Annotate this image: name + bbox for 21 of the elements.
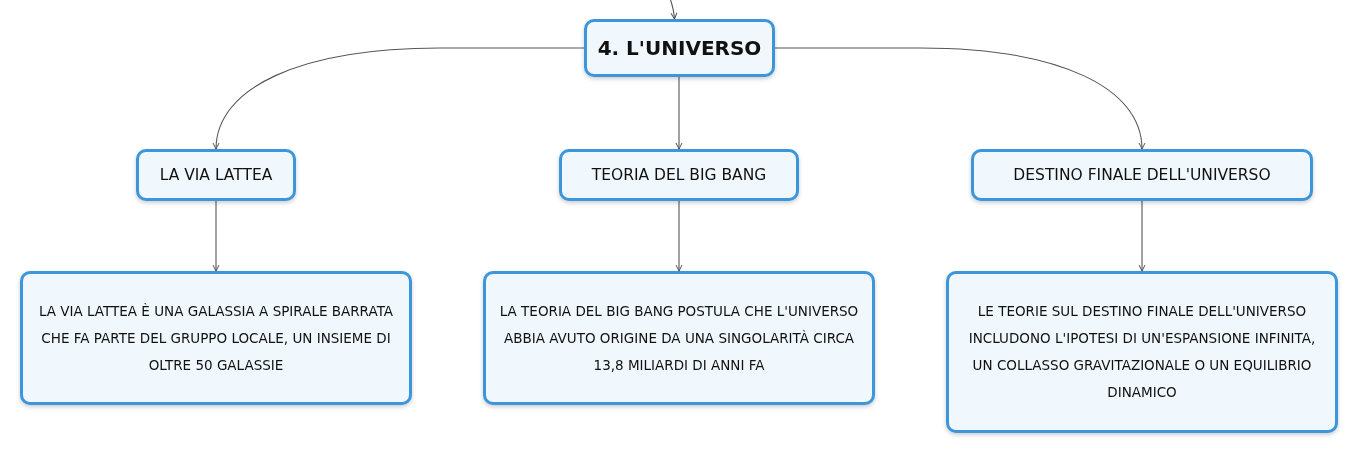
concept-box	[20, 271, 412, 405]
node-text: 4. L'UNIVERSO	[597, 36, 762, 60]
concept-box	[946, 271, 1338, 433]
node-text: LA VIA LATTEA È UNA GALASSIA A SPIRALE BARRATA CHE FA PARTE DEL GRUPPO LOCALE, UN INSIEME DI OLTRE 50 GALASSIE	[37, 301, 395, 375]
topic-box	[584, 19, 775, 77]
node-text: LA TEORIA DEL BIG BANG POSTULA CHE L'UNIVERSO ABBIA AVUTO ORIGINE DA UNA SINGOLARITÀ CIRCA 13,8 MILIARDI DI ANNI FA	[498, 301, 860, 375]
concept-box	[559, 149, 799, 201]
connector-arrow	[1138, 200, 1146, 272]
connector-arrow	[675, 76, 683, 150]
concept-box	[483, 271, 875, 405]
node-text: TEORIA DEL BIG BANG	[591, 166, 767, 184]
concept-box	[136, 149, 296, 201]
node-text: LE TEORIE SUL DESTINO FINALE DELL'UNIVERSO INCLUDONO L'IPOTESI DI UN'ESPANSIONE INFINITA, UN COLLASSO GRAVITAZIONALE O UN EQUILIBRIO DINAMICO	[967, 302, 1317, 402]
connector-arrow	[213, 47, 585, 150]
connector-arrow	[675, 200, 683, 272]
connector-arrow	[774, 47, 1145, 150]
node-text: DESTINO FINALE DELL'UNIVERSO	[1013, 166, 1271, 184]
connector-arrow	[669, 0, 678, 20]
connector-arrow	[212, 200, 220, 272]
node-text: LA VIA LATTEA	[159, 166, 273, 184]
concept-box	[971, 149, 1313, 201]
